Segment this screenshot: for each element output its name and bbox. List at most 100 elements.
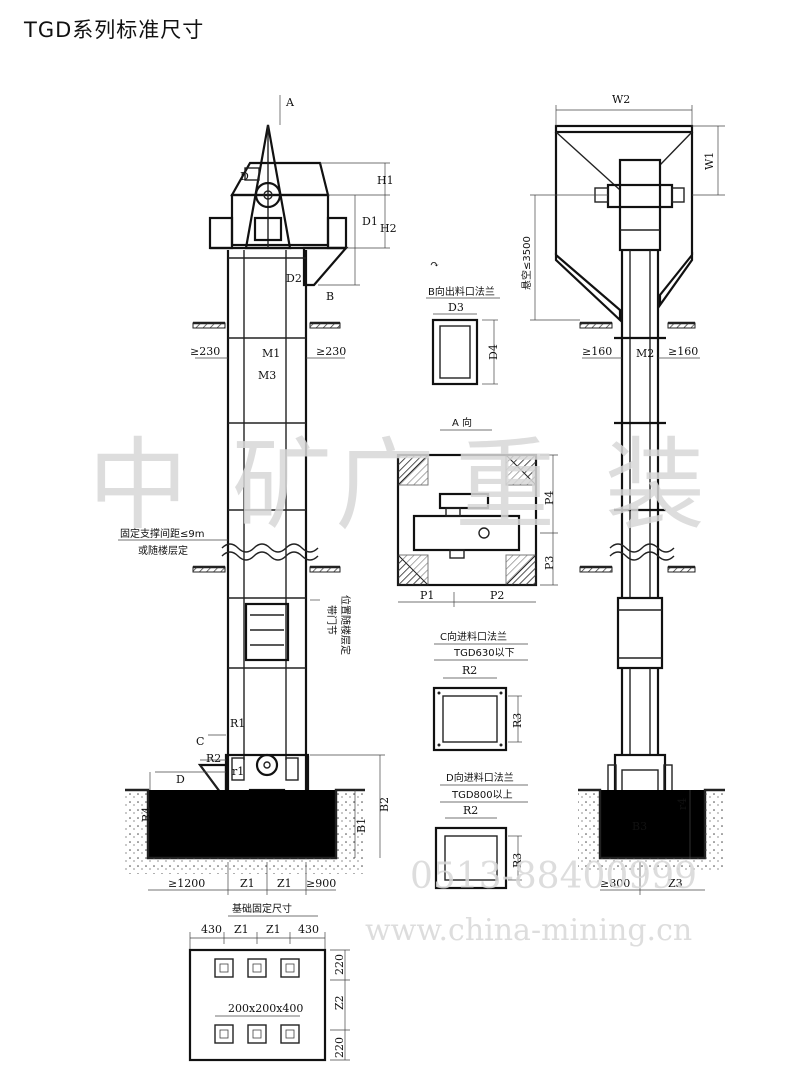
foundation-top-dim-1: 430 [201,923,222,936]
door-note-2: 位置随楼层定 [339,595,352,655]
watermark-char-1: 中 [88,427,188,544]
label-A: A [285,96,295,109]
label-B: B [326,290,334,303]
label-c-R3: R3 [511,713,524,728]
bolt-hole-inner [285,963,295,973]
foundation-top-dim-4: 430 [298,923,319,936]
watermark-char-5: 装 [605,427,705,544]
side-casing [609,250,675,755]
bolt-hole [280,1024,300,1044]
side-view: W2 W1 悬空≤3500 ≥160 M2 ≥160 r4 B3 ≥800 Z3 [520,93,725,895]
label-Z3: Z3 [668,877,683,890]
label-R2: R2 [206,752,221,765]
side-dimensions [530,105,725,895]
discharge-chute [302,246,349,287]
label-D3: D3 [448,301,464,314]
watermark-char-4: 重 [455,427,555,544]
inlet-c-view: C向进料口法兰 TGD630以下 R2 R3 [432,630,528,752]
bolt-hole [280,958,300,978]
label-r4: r4 [676,798,689,810]
foundation-top-dim-3: Z1 [266,923,281,936]
label-M2: M2 [636,347,654,360]
foundation-plan: 基础固定尺寸 430 Z1 Z1 430 200x200x400 220 Z2 … [188,902,350,1062]
side-head-frame [554,124,694,323]
label-B3: B3 [632,820,647,833]
bolt-hole-inner [219,1029,229,1039]
watermark-char-3: 广 [335,427,435,544]
label-D1: D1 [362,215,378,228]
label-c-R2: R2 [462,664,477,677]
bolt-hole-inner [252,963,262,973]
front-view: A D H1 D1 H2 D2 B ≥230 ≥230 M1 M3 固定支撑间距… [118,95,397,895]
bolt-hole [214,958,234,978]
support-note-1: 固定支撑间距≤9m [120,527,204,540]
label-P1: P1 [420,589,434,602]
front-head [208,124,348,250]
bolt-hole-inner [219,963,229,973]
label-D2: D2 [286,272,302,285]
bolt-hole [247,958,267,978]
label-ge160-right: ≥160 [668,345,698,358]
foundation-side-dim-3: 220 [333,1037,346,1058]
label-d-R2: R2 [463,804,478,817]
label-H1: H1 [377,174,394,187]
view-a-title: A 向 [452,416,472,429]
label-d-R3: R3 [511,853,524,868]
foundation-top-dim-2: Z1 [234,923,249,936]
label-D4: D4 [487,344,500,360]
bolt-hole [214,1024,234,1044]
outlet-flange-view: ↷ B向出料口法兰 D3 D4 [426,258,500,386]
label-ge230-left: ≥230 [190,345,220,358]
support-note-2: 或随楼层定 [138,544,188,557]
label-R4: R4 [140,807,153,822]
watermark-char-2: 矿 [232,427,332,544]
view-arrow-mark: ↷ [430,258,439,271]
label-W2: W2 [612,93,630,106]
front-casing [221,250,319,858]
label-C: C [196,735,204,748]
label-suspend: 悬空≤3500 [520,236,533,290]
label-D: D [240,170,249,183]
view-a: A 向 P1 P2 P3 P4 [396,416,558,607]
front-floors [125,321,365,874]
label-M1: M1 [262,347,280,360]
label-P4: P4 [543,491,556,505]
label-Z1a: Z1 [240,877,255,890]
label-H2: H2 [380,222,397,235]
label-W1: W1 [703,152,716,170]
bolt-hole-inner [285,1029,295,1039]
label-ge1200: ≥1200 [168,877,205,890]
foundation-bolt-holes [214,958,300,1044]
bolt-hole-inner [252,1029,262,1039]
label-Z1b: Z1 [277,877,292,890]
watermark: 中 矿 广 重 装 0513-88400999 www.china-mining… [88,427,705,948]
door-note-1: 带门节 [325,605,338,635]
foundation-title: 基础固定尺寸 [232,902,292,915]
inlet-d-subtitle: TGD800以上 [451,789,513,801]
watermark-site: www.china-mining.cn [365,913,692,948]
inlet-c-subtitle: TGD630以下 [453,648,515,659]
foundation-side-dim-2: Z2 [333,995,346,1010]
watermark-phone: 0513-88400999 [410,856,697,897]
bolt-hole [247,1024,267,1044]
foundation-side-dim-1: 220 [333,954,346,975]
label-ge230-right: ≥230 [316,345,346,358]
label-R1: R1 [230,717,245,730]
label-M3: M3 [258,369,276,382]
inlet-c-title: C向进料口法兰 [440,630,507,643]
inlet-d-view: D向进料口法兰 TGD800以上 R2 R3 [434,771,528,890]
label-r1: r1 [232,765,244,778]
side-floors [578,321,725,872]
label-ge160-left: ≥160 [582,345,612,358]
front-dimensions [118,95,390,895]
label-ge900: ≥900 [306,877,336,890]
outlet-flange-title: B向出料口法兰 [428,285,495,298]
inlet-d-title: D向进料口法兰 [446,771,514,784]
label-P3: P3 [543,556,556,570]
label-B1: B1 [355,818,368,833]
label-B2: B2 [378,797,391,812]
foundation-bolt-note: 200x200x400 [228,1002,303,1015]
label-D-lower: D [176,773,185,786]
label-ge800: ≥800 [600,877,630,890]
